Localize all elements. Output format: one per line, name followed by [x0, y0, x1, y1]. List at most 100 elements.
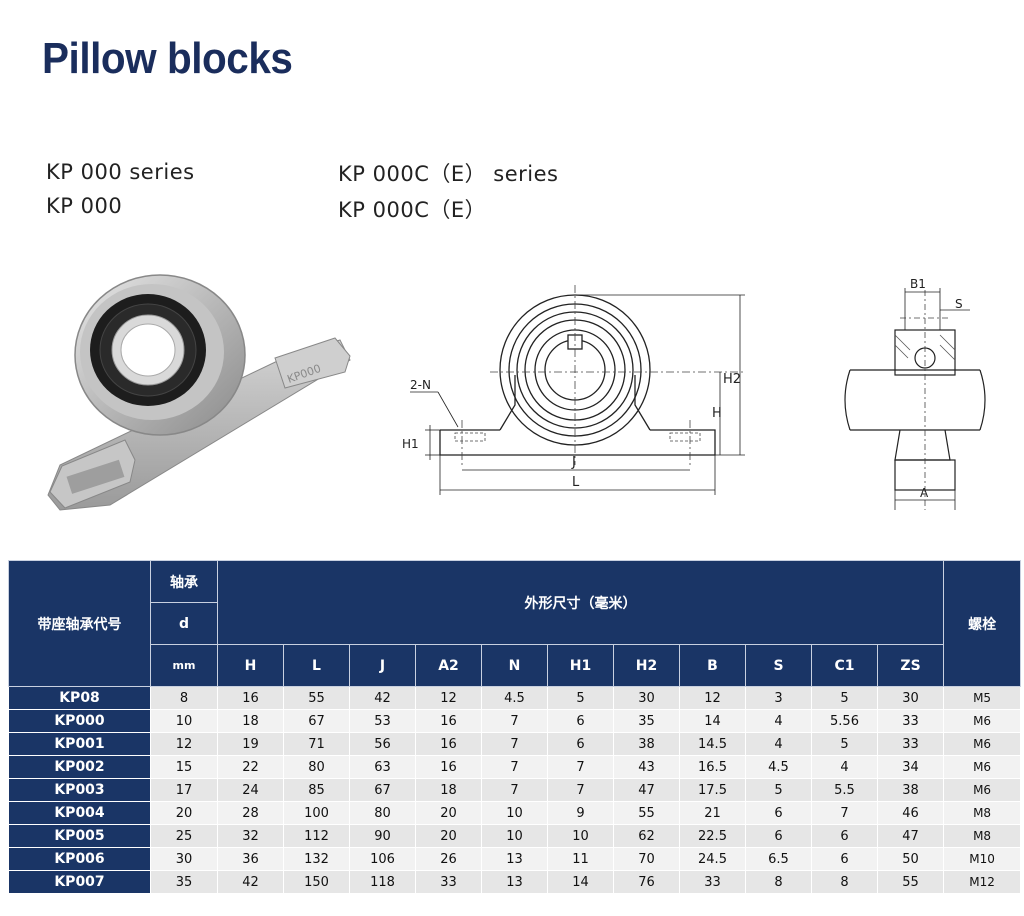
cell-h2: 76	[613, 870, 680, 894]
cell-s: 6	[745, 801, 812, 825]
cell-j: 63	[349, 755, 416, 779]
model-label-kp000: KP 000	[46, 194, 123, 218]
cell-h: 42	[217, 870, 284, 894]
cell-h1: 6	[547, 732, 614, 756]
cell-s: 8	[745, 870, 812, 894]
header-model: 带座轴承代号	[8, 560, 151, 687]
cell-model: KP08	[8, 686, 151, 710]
cell-bolt: M8	[943, 824, 1022, 848]
cell-zs: 33	[876, 709, 945, 733]
cell-bolt: M6	[943, 778, 1022, 802]
cell-model: KP006	[8, 847, 151, 871]
cell-c1: 7	[811, 801, 878, 825]
cell-bolt: M6	[943, 732, 1022, 756]
cell-h1: 14	[547, 870, 614, 894]
cell-n: 7	[481, 755, 548, 779]
cell-b: 14	[679, 709, 746, 733]
cell-n: 7	[481, 778, 548, 802]
cell-h2: 30	[613, 686, 680, 710]
cell-c1: 4	[811, 755, 878, 779]
cell-n: 7	[481, 709, 548, 733]
cell-n: 10	[481, 824, 548, 848]
cell-a2: 16	[415, 755, 482, 779]
cell-zs: 30	[876, 686, 945, 710]
cell-c1: 8	[811, 870, 878, 894]
cell-s: 5	[745, 778, 812, 802]
cell-l: 71	[283, 732, 350, 756]
cell-model: KP007	[8, 870, 151, 894]
cell-c1: 6	[811, 824, 878, 848]
cell-n: 4.5	[481, 686, 548, 710]
header-col-l: L	[283, 644, 350, 687]
cell-zs: 33	[876, 732, 945, 756]
cell-c1: 5	[811, 732, 878, 756]
cell-l: 112	[283, 824, 350, 848]
cell-model: KP001	[8, 732, 151, 756]
model-label-kp000c: KP 000C（E）	[338, 198, 487, 222]
cell-l: 55	[283, 686, 350, 710]
cell-j: 118	[349, 870, 416, 894]
cell-l: 85	[283, 778, 350, 802]
cell-b: 21	[679, 801, 746, 825]
cell-d: 25	[150, 824, 218, 848]
cell-h: 19	[217, 732, 284, 756]
front-view-drawing: 2-N H1 H H2 J L	[402, 285, 745, 495]
cell-l: 100	[283, 801, 350, 825]
cell-h1: 7	[547, 778, 614, 802]
cell-l: 67	[283, 709, 350, 733]
cell-zs: 34	[876, 755, 945, 779]
cell-c1: 5	[811, 686, 878, 710]
header-bearing: 轴承	[150, 560, 218, 603]
cell-j: 90	[349, 824, 416, 848]
cell-h1: 10	[547, 824, 614, 848]
cell-h2: 70	[613, 847, 680, 871]
cell-a2: 20	[415, 824, 482, 848]
dim-label-n: 2-N	[410, 378, 431, 392]
cell-j: 67	[349, 778, 416, 802]
pillow-block-photo: KP000	[47, 274, 351, 511]
cell-n: 13	[481, 847, 548, 871]
cell-h: 32	[217, 824, 284, 848]
cell-j: 42	[349, 686, 416, 710]
cell-d: 8	[150, 686, 218, 710]
cell-h1: 9	[547, 801, 614, 825]
cell-bolt: M10	[943, 847, 1022, 871]
cell-s: 6	[745, 824, 812, 848]
spec-table: 带座轴承代号 轴承 外形尺寸（毫米） 螺栓 d mm H L J A2 N H1…	[8, 560, 1022, 894]
cell-b: 24.5	[679, 847, 746, 871]
cell-h2: 62	[613, 824, 680, 848]
cell-a2: 16	[415, 732, 482, 756]
cell-h: 18	[217, 709, 284, 733]
cell-l: 80	[283, 755, 350, 779]
dim-label-b1: B1	[910, 277, 926, 291]
cell-bolt: M6	[943, 755, 1022, 779]
cell-model: KP003	[8, 778, 151, 802]
series-label-kp000: KP 000 series	[46, 160, 195, 184]
cell-h1: 5	[547, 686, 614, 710]
cell-h: 16	[217, 686, 284, 710]
cell-bolt: M12	[943, 870, 1022, 894]
side-section-drawing: B1 S A	[844, 277, 986, 510]
cell-b: 17.5	[679, 778, 746, 802]
header-col-c1: C1	[811, 644, 878, 687]
cell-bolt: M8	[943, 801, 1022, 825]
cell-zs: 47	[876, 824, 945, 848]
header-col-j: J	[349, 644, 416, 687]
header-col-h2: H2	[613, 644, 680, 687]
cell-model: KP000	[8, 709, 151, 733]
cell-a2: 12	[415, 686, 482, 710]
cell-a2: 18	[415, 778, 482, 802]
header-mm: mm	[150, 644, 218, 687]
cell-b: 16.5	[679, 755, 746, 779]
cell-model: KP005	[8, 824, 151, 848]
header-col-n: N	[481, 644, 548, 687]
cell-model: KP002	[8, 755, 151, 779]
cell-d: 15	[150, 755, 218, 779]
cell-a2: 16	[415, 709, 482, 733]
